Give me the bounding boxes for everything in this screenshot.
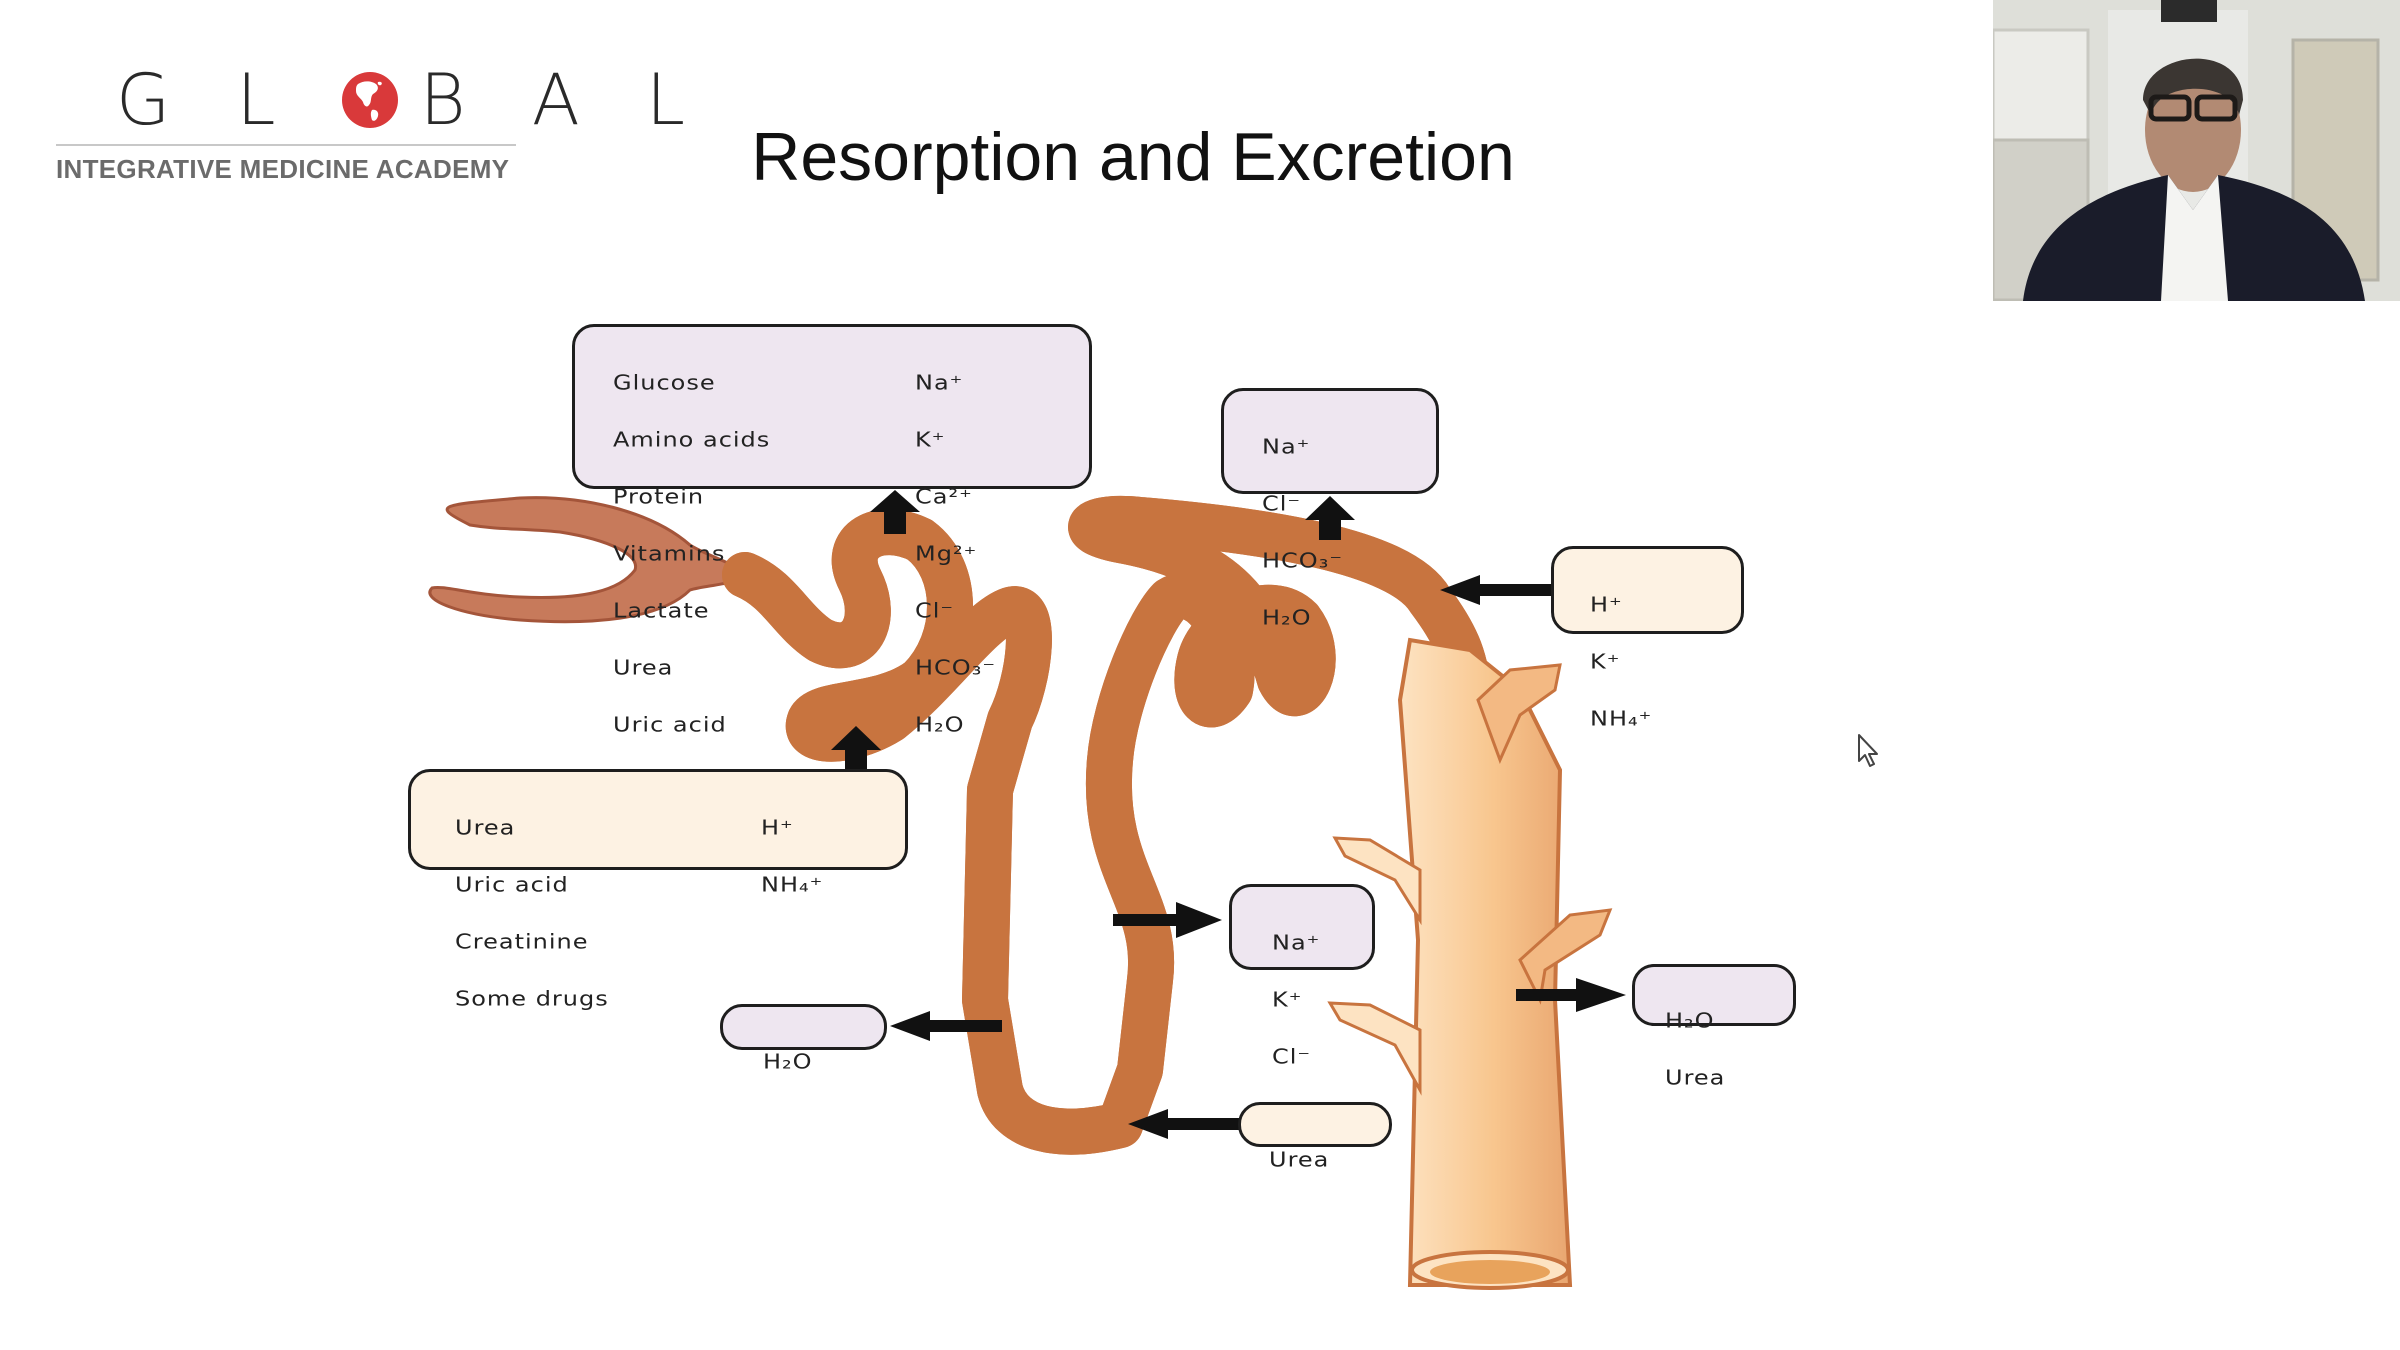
ion-label: K⁺	[1590, 649, 1621, 674]
substance-label: Uric acid	[613, 712, 727, 737]
arrow-right-ascending	[1113, 902, 1222, 938]
arrow-left-loop	[1128, 1109, 1239, 1139]
logo-text-left: G L	[116, 59, 298, 141]
pct-secretion-left-column: Urea Uric acid Creatinine Some drugs	[455, 782, 609, 1048]
dct-reabsorption-box: Na⁺ Cl⁻ HCO₃⁻ H₂O	[1221, 388, 1439, 628]
pct-reabsorption-box: Glucose Amino acids Protein Vitamins Lac…	[572, 324, 1092, 735]
ion-label: H₂O	[763, 1049, 813, 1074]
arrow-up-pct	[870, 490, 920, 534]
nephron-diagram	[428, 490, 1626, 1290]
substance-label: Urea	[1269, 1147, 1330, 1172]
ion-label: H₂O	[915, 712, 965, 737]
slide-title: Resorption and Excretion	[751, 119, 1515, 195]
substance-label: Urea	[613, 655, 674, 680]
pct-secretion-right-column: H⁺ NH₄⁺	[761, 782, 823, 934]
renal-tubule	[722, 519, 1493, 1132]
collecting-duct	[1327, 637, 1613, 1290]
ascending-limb-list: Na⁺ K⁺ Cl⁻	[1272, 897, 1320, 1106]
ion-label: H⁺	[761, 815, 794, 840]
substance-label: Creatinine	[455, 929, 589, 954]
ion-label: NH₄⁺	[761, 872, 824, 897]
pct-reabsorption-right-column: Na⁺ K⁺ Ca²⁺ Mg²⁺ Cl⁻ HCO₃⁻ H₂O	[915, 337, 996, 774]
arrow-up-secretion	[831, 726, 881, 772]
arrow-right-duct	[1516, 978, 1626, 1012]
ion-label: Mg²⁺	[915, 541, 978, 566]
logo-divider	[56, 144, 516, 146]
ion-label: Ca²⁺	[915, 484, 973, 509]
logo-text-right: B A L	[419, 59, 707, 141]
collecting-secretion-list: H⁺ K⁺ NH₄⁺	[1590, 559, 1652, 768]
ion-label: HCO₃⁻	[1262, 548, 1343, 573]
dct-reabsorption-list: Na⁺ Cl⁻ HCO₃⁻ H₂O	[1262, 401, 1343, 667]
ion-label: NH₄⁺	[1590, 706, 1653, 731]
loop-urea-box: Urea	[1238, 1102, 1392, 1170]
descending-limb-list: H₂O	[763, 1016, 813, 1111]
substance-label: Some drugs	[455, 986, 609, 1011]
logo-wordmark: G L B A L	[116, 60, 707, 140]
arrows	[831, 490, 1626, 1139]
ion-label: H₂O	[1262, 605, 1312, 630]
ion-label: Na⁺	[915, 370, 964, 395]
ion-label: Na⁺	[1262, 434, 1311, 459]
substance-label: Lactate	[613, 598, 710, 623]
arrow-up-dct	[1305, 496, 1355, 540]
substance-label: Glucose	[613, 370, 716, 395]
substance-label: Urea	[1665, 1065, 1726, 1090]
ion-label: Na⁺	[1272, 930, 1321, 955]
collecting-duct-box: H₂O Urea	[1632, 964, 1796, 1088]
ion-label: HCO₃⁻	[915, 655, 996, 680]
collecting-duct-list: H₂O Urea	[1665, 975, 1725, 1127]
ion-label: K⁺	[1272, 987, 1303, 1012]
arrow-left-collecting	[1440, 575, 1551, 605]
substance-label: Urea	[455, 815, 516, 840]
substance-label: Amino acids	[613, 427, 771, 452]
ion-label: H⁺	[1590, 592, 1623, 617]
ion-label: Cl⁻	[915, 598, 955, 623]
logo-subtitle: INTEGRATIVE MEDICINE ACADEMY	[56, 154, 510, 184]
academy-logo: G L B A L INTEGRATIVE MEDICINE ACADEMY	[56, 60, 685, 190]
descending-limb-box: H₂O	[720, 1004, 887, 1072]
collecting-secretion-box: H⁺ K⁺ NH₄⁺	[1551, 546, 1744, 729]
ion-label: Cl⁻	[1272, 1044, 1312, 1069]
ion-label: K⁺	[915, 427, 946, 452]
substance-label: Protein	[613, 484, 705, 509]
pct-reabsorption-left-column: Glucose Amino acids Protein Vitamins Lac…	[613, 337, 770, 774]
mouse-cursor-icon	[1857, 733, 1883, 776]
substance-label: H₂O	[1665, 1008, 1715, 1033]
substance-label: Vitamins	[613, 541, 726, 566]
globe-icon	[341, 72, 398, 128]
ascending-limb-box: Na⁺ K⁺ Cl⁻	[1229, 884, 1375, 1067]
arrow-left-descending	[890, 1011, 1002, 1041]
loop-urea-list: Urea	[1269, 1114, 1329, 1209]
ion-label: Cl⁻	[1262, 491, 1302, 516]
pct-secretion-box: Urea Uric acid Creatinine Some drugs H⁺ …	[408, 769, 908, 1009]
substance-label: Uric acid	[455, 872, 569, 897]
presenter-webcam	[1993, 0, 2400, 301]
